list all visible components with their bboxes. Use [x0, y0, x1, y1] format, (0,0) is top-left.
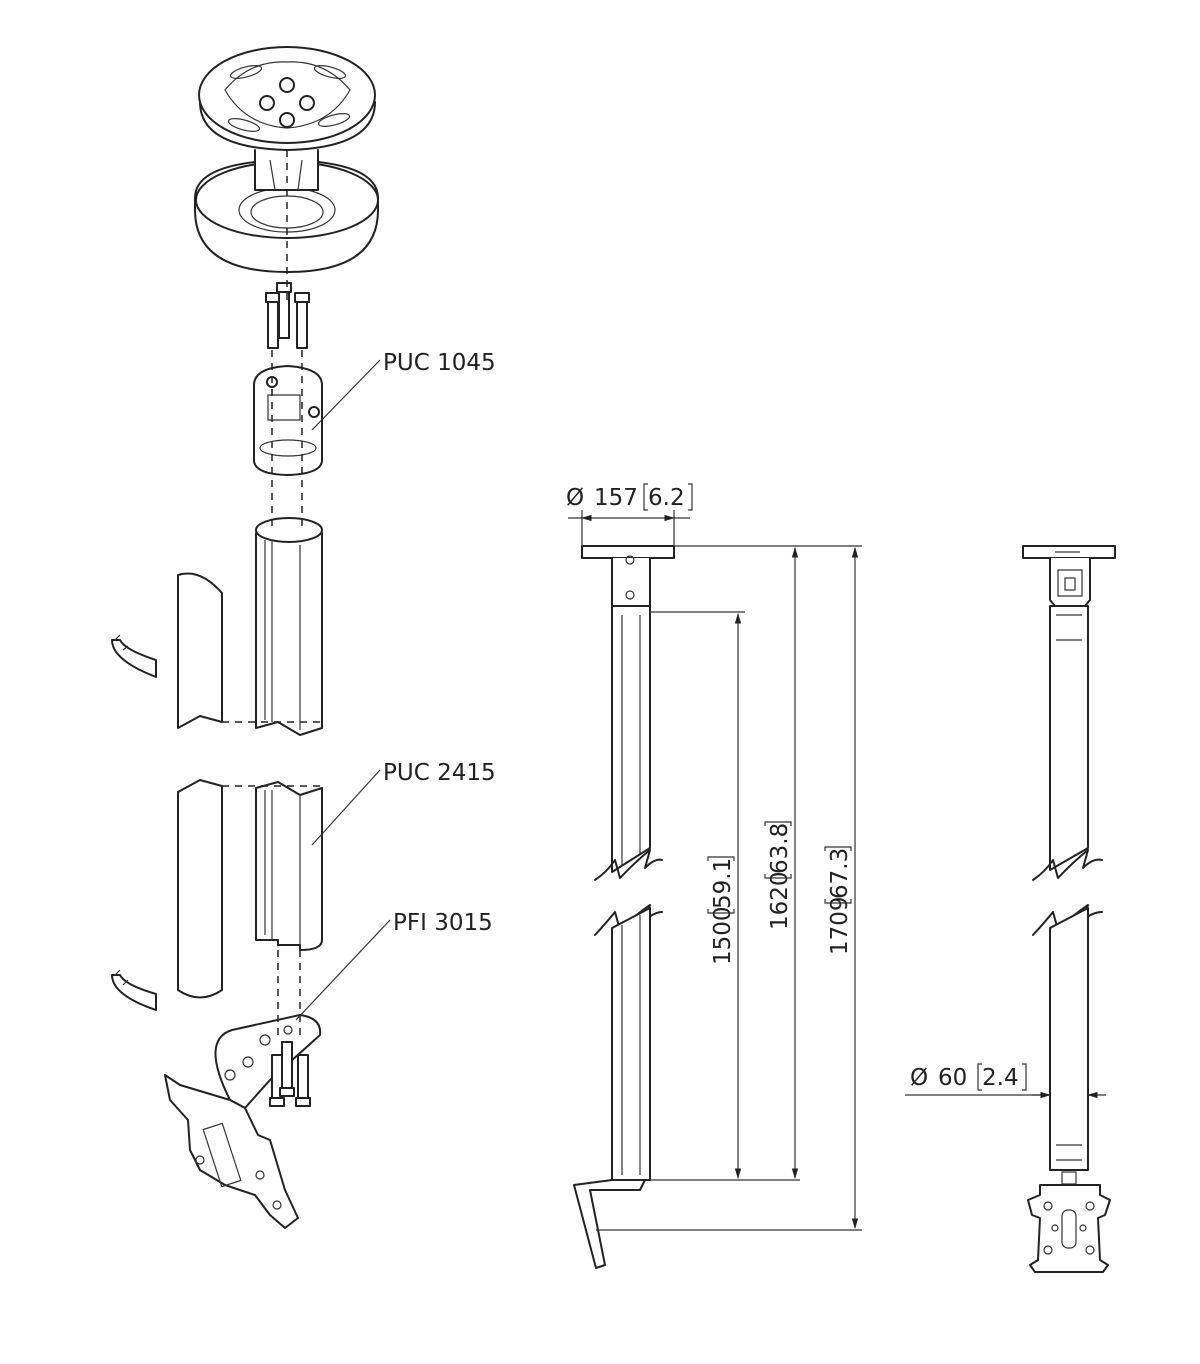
dim-plate-symbol: Ø — [566, 485, 584, 511]
pfi3015-bracket — [164, 1014, 322, 1229]
front-elevation: Ø 60 2.4 — [905, 545, 1116, 1273]
dim-tube-mm: 60 — [938, 1065, 967, 1091]
puc1045-coupler — [253, 365, 323, 476]
dim-tube-symbol: Ø — [910, 1065, 928, 1091]
dim-plate-mm: 157 — [594, 485, 638, 511]
label-puc1045: PUC 1045 — [383, 350, 496, 376]
cover-shell — [177, 572, 223, 999]
leader-puc2415 — [311, 769, 381, 846]
clips — [111, 634, 157, 1011]
top-screws — [265, 282, 310, 349]
label-puc2415: PUC 2415 — [383, 760, 496, 786]
leader-pfi3015 — [295, 919, 391, 1021]
dim-1500-inch: 59.1 — [710, 858, 736, 909]
dim-1709-inch: 67.3 — [827, 848, 853, 899]
dim-plate-inch: 6.2 — [648, 485, 685, 511]
ceiling-plate — [194, 46, 379, 273]
dim-1620-inch: 63.8 — [767, 823, 793, 874]
bottom-screws — [269, 1041, 311, 1107]
dim-1500-mm: 1500 — [710, 906, 736, 965]
label-pfi3015: PFI 3015 — [393, 910, 493, 936]
dim-1709-mm: 1709 — [827, 896, 853, 955]
puc2415-tube — [255, 517, 323, 951]
dim-tube-inch: 2.4 — [982, 1065, 1019, 1091]
leader-puc1045 — [311, 359, 381, 431]
exploded-view: PUC 1045 PUC 2415 PFI 3015 — [111, 46, 496, 1229]
dim-1620-mm: 1620 — [767, 871, 793, 930]
side-elevation: Ø 157 6.2 1500 59.1 1620 63.8 1709 67.3 — [566, 483, 862, 1269]
